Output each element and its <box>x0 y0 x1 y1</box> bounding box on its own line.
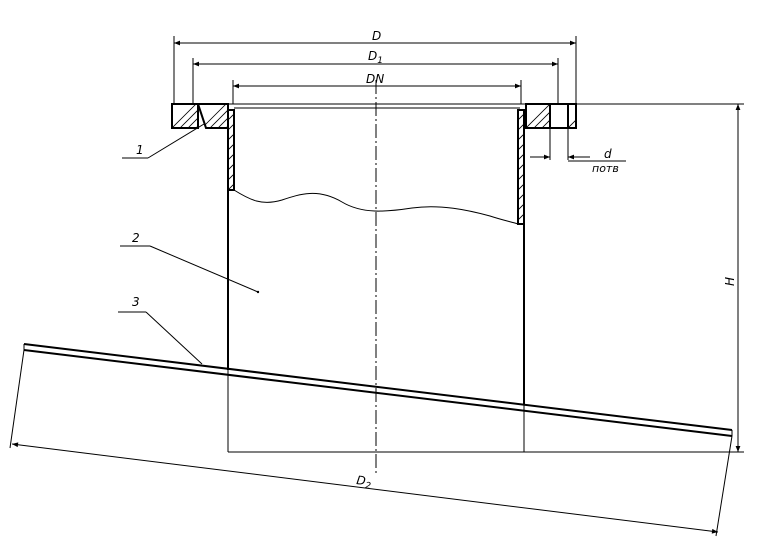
pipe-wall-left-section <box>227 109 235 191</box>
sloped-plate <box>23 343 733 437</box>
dimension-d2-line <box>11 442 719 534</box>
flange-left-section <box>171 103 229 129</box>
callout-3-label: 3 <box>132 295 140 309</box>
dimension-d1-label: D1 <box>368 49 383 66</box>
callout-2-label: 2 <box>132 231 140 245</box>
callout-3-leader <box>145 311 203 365</box>
callout-2-dot <box>256 290 260 294</box>
callout-1-label: 1 <box>136 143 144 157</box>
d2-extension-left <box>9 349 25 449</box>
break-line <box>233 189 519 225</box>
dimension-d-label: D <box>372 29 381 43</box>
dimension-d2-label: D2 <box>355 473 372 492</box>
dimension-hole-label-top: d <box>604 147 612 161</box>
dimension-h-label: H <box>723 277 737 286</box>
flange-right-section <box>525 103 577 129</box>
d2-extension-right <box>715 435 733 537</box>
dimension-extension-lines <box>173 36 577 104</box>
dimension-hole-label-bottom: потв <box>592 162 619 175</box>
callout-1-leader <box>147 123 205 159</box>
callout-2-leader <box>149 245 259 293</box>
dimension-dn-label: DN <box>366 72 384 86</box>
